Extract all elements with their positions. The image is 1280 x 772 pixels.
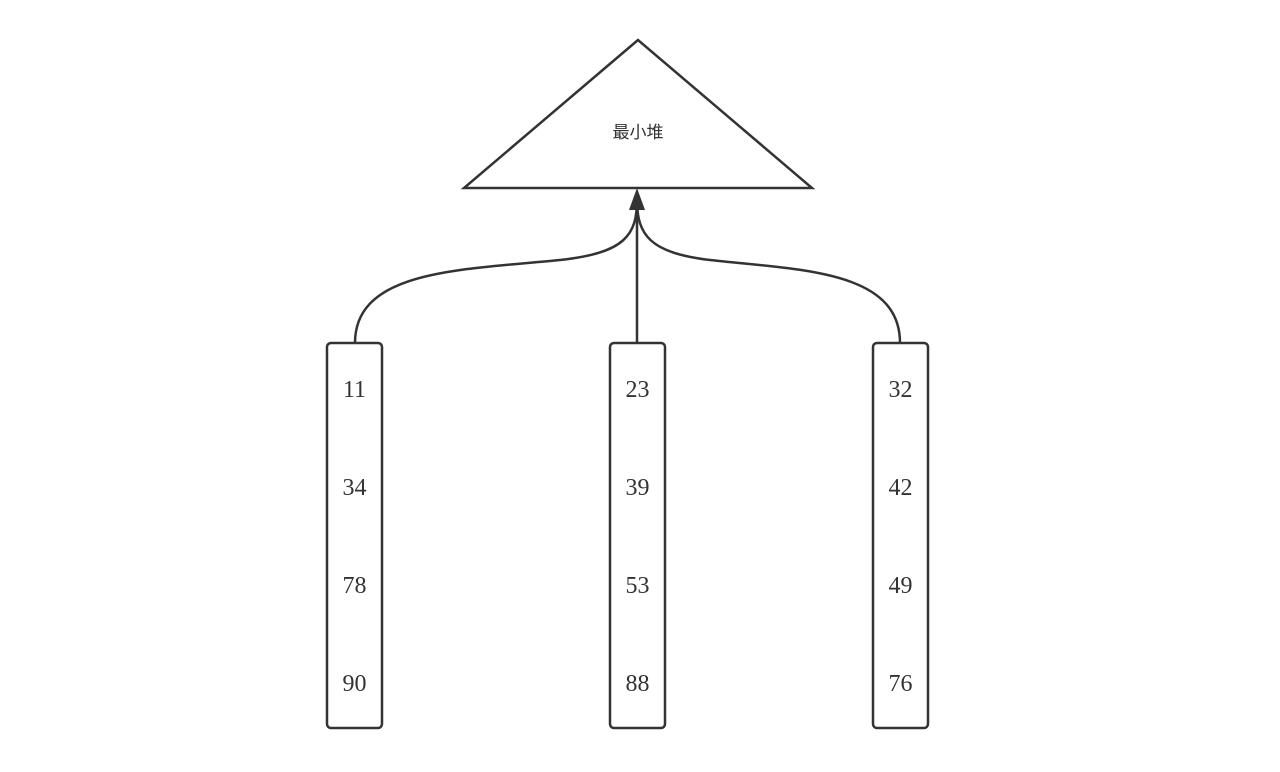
connector-left: [353, 198, 639, 345]
array-right: 32 42 49 76: [871, 341, 930, 730]
arrowhead: [629, 188, 645, 210]
min-heap-triangle: [460, 38, 816, 190]
array-cell: 53: [626, 573, 650, 599]
array-cell: 90: [343, 671, 367, 697]
array-box: [608, 341, 667, 730]
array-cell: 78: [343, 573, 367, 599]
array-cell: 88: [626, 671, 650, 697]
array-cell: 34: [343, 475, 367, 501]
array-cell: 49: [889, 573, 913, 599]
array-left: 11 34 78 90: [325, 341, 384, 730]
array-cell: 42: [889, 475, 913, 501]
array-cell: 23: [626, 377, 650, 403]
array-box: [325, 341, 384, 730]
array-cell: 11: [343, 377, 366, 403]
array-middle: 23 39 53 88: [608, 341, 667, 730]
min-heap-label: 最小堆: [613, 123, 664, 143]
array-cell: 32: [889, 377, 913, 403]
connector-right: [635, 198, 902, 345]
array-cell: 39: [626, 475, 650, 501]
array-cell: 76: [889, 671, 913, 697]
array-box: [871, 341, 930, 730]
